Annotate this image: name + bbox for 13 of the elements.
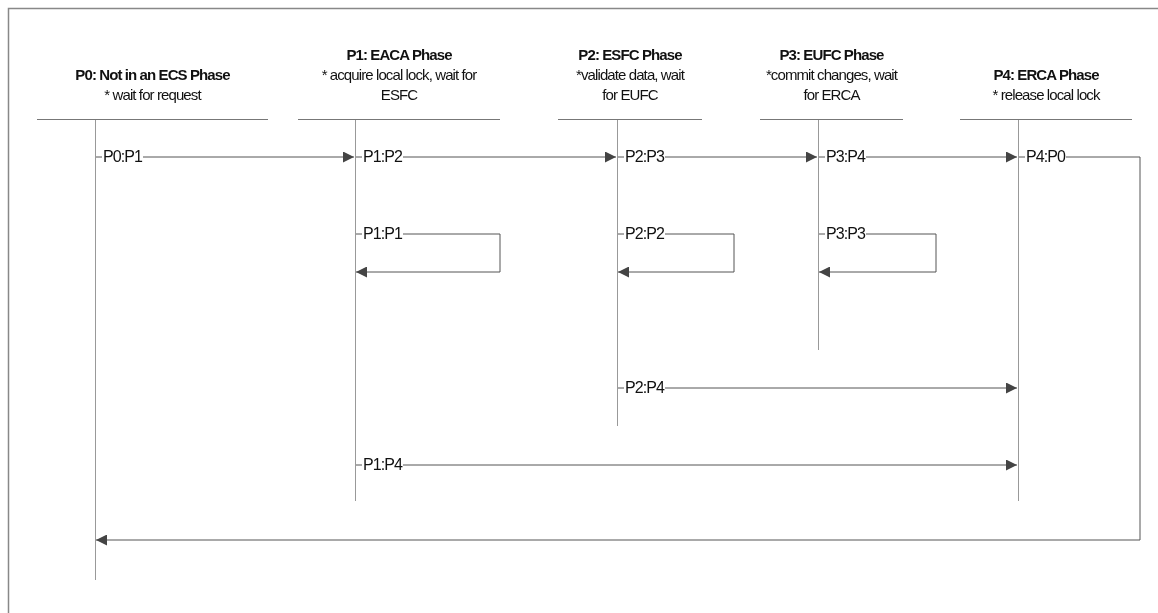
phase-title: P1: EACA Phase xyxy=(346,45,452,65)
phase-description: *validate data, wait for EUFC xyxy=(575,65,686,105)
arrow xyxy=(616,382,1018,394)
phase-description: *commit changes, wait for ERCA xyxy=(764,65,899,105)
phase-title: P0: Not in an ECS Phase xyxy=(75,65,230,85)
phase-description: * release local lock xyxy=(992,85,1100,105)
phase-title: P3: EUFC Phase xyxy=(779,45,884,65)
phase-title: P4: ERCA Phase xyxy=(993,65,1099,85)
phase-title: P2: ESFC Phase xyxy=(578,45,682,65)
phase-description: * acquire local lock, wait for ESFC xyxy=(320,65,478,105)
arrow xyxy=(95,156,1141,546)
arrow xyxy=(354,459,1018,471)
phase-description: * wait for request xyxy=(104,85,201,105)
